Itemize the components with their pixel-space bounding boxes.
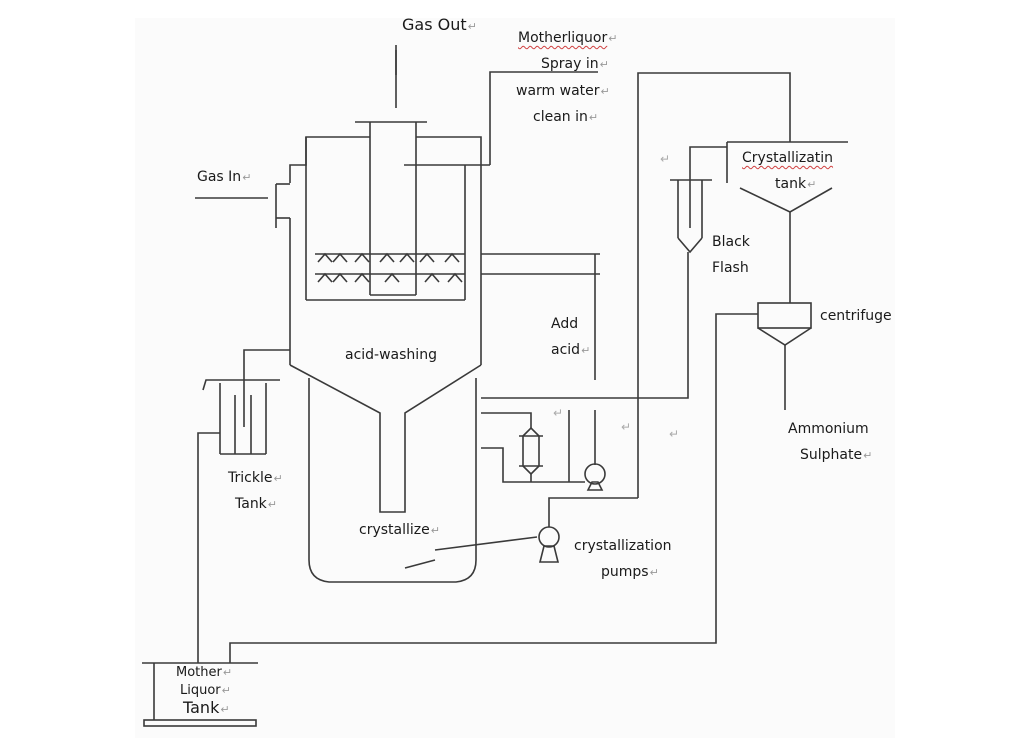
mother-liquor-tank-shape	[142, 662, 258, 727]
trickle-tank-label-line1: Trickle↵	[228, 470, 283, 486]
mother-liquor-tank-label-line1: Mother↵	[176, 665, 233, 680]
motherliquor-spray-line	[489, 71, 598, 165]
black-flash-label-line1: Black	[712, 234, 750, 250]
acid-to-trickle-line	[243, 349, 290, 427]
pump-discharge-line	[548, 497, 638, 527]
motherliquor-label: Motherliquor↵	[518, 30, 618, 46]
crystallizer-bottom-stroke	[404, 559, 436, 569]
crystallization-pump-icon	[538, 526, 560, 563]
crystallization-pumps-label-line1: crystallization	[574, 538, 672, 554]
clean-in-label: clean in↵	[533, 109, 599, 125]
crystallization-pumps-label-line2: pumps↵	[601, 564, 659, 580]
add-acid-label-line2: acid↵	[551, 342, 591, 358]
stray-return-mark: ↵	[621, 420, 632, 434]
acid-washing-cone	[289, 364, 482, 513]
spray-in-label: Spray in↵	[541, 56, 609, 72]
crystallize-label: crystallize↵	[359, 522, 440, 538]
stray-return-mark: ↵	[553, 406, 564, 420]
warm-water-label: warm water↵	[516, 83, 610, 99]
gas-out-label: Gas Out↵	[402, 15, 477, 34]
acid-washing-label: acid-washing	[345, 347, 437, 363]
stray-return-mark: ↵	[660, 152, 671, 166]
vessel-top-left	[289, 136, 370, 183]
centrifuge-mother-liquor-return	[229, 313, 758, 663]
black-flash-return-line	[481, 252, 689, 399]
crystallizating-tank-label-line1: Crystallizatin	[742, 150, 834, 166]
ammonium-sulphate-label-line1: Ammonium	[788, 421, 869, 437]
trickle-to-mother-tank	[197, 432, 220, 663]
crystallizer-to-tank-line	[637, 72, 791, 498]
circulation-pump-icon	[584, 463, 606, 491]
centrifuge-label: centrifuge	[820, 308, 892, 324]
trickle-tank-label-line2: Tank↵	[235, 496, 278, 512]
scanned-paper-background	[135, 18, 895, 738]
trickle-tank-shape	[202, 379, 280, 455]
gas-in-label: Gas In↵	[197, 169, 252, 185]
crystallizating-tank-label-line2: tank↵	[775, 176, 817, 192]
tank-overflow-line	[689, 146, 727, 180]
centrifuge-shape	[757, 302, 812, 346]
crystallize-to-pump	[434, 536, 538, 551]
heat-exchanger	[519, 426, 543, 476]
stray-return-mark: ↵	[669, 427, 680, 441]
vessel-top-right	[416, 136, 482, 165]
black-flash-vessel	[670, 179, 712, 254]
circulation-loop	[481, 447, 585, 483]
ammonium-sulphate-label-line2: Sulphate↵	[800, 447, 873, 463]
add-acid-label-line1: Add	[551, 316, 579, 332]
mother-liquor-tank-label-line2: Liquor↵	[180, 683, 231, 698]
black-flash-label-line2: Flash	[712, 260, 749, 276]
spray-nozzle-rows	[315, 252, 465, 283]
heat-exchanger-inlet	[481, 412, 532, 428]
crystallizer-body	[308, 378, 477, 583]
mother-liquor-tank-label-line3: Tank↵	[183, 698, 230, 717]
